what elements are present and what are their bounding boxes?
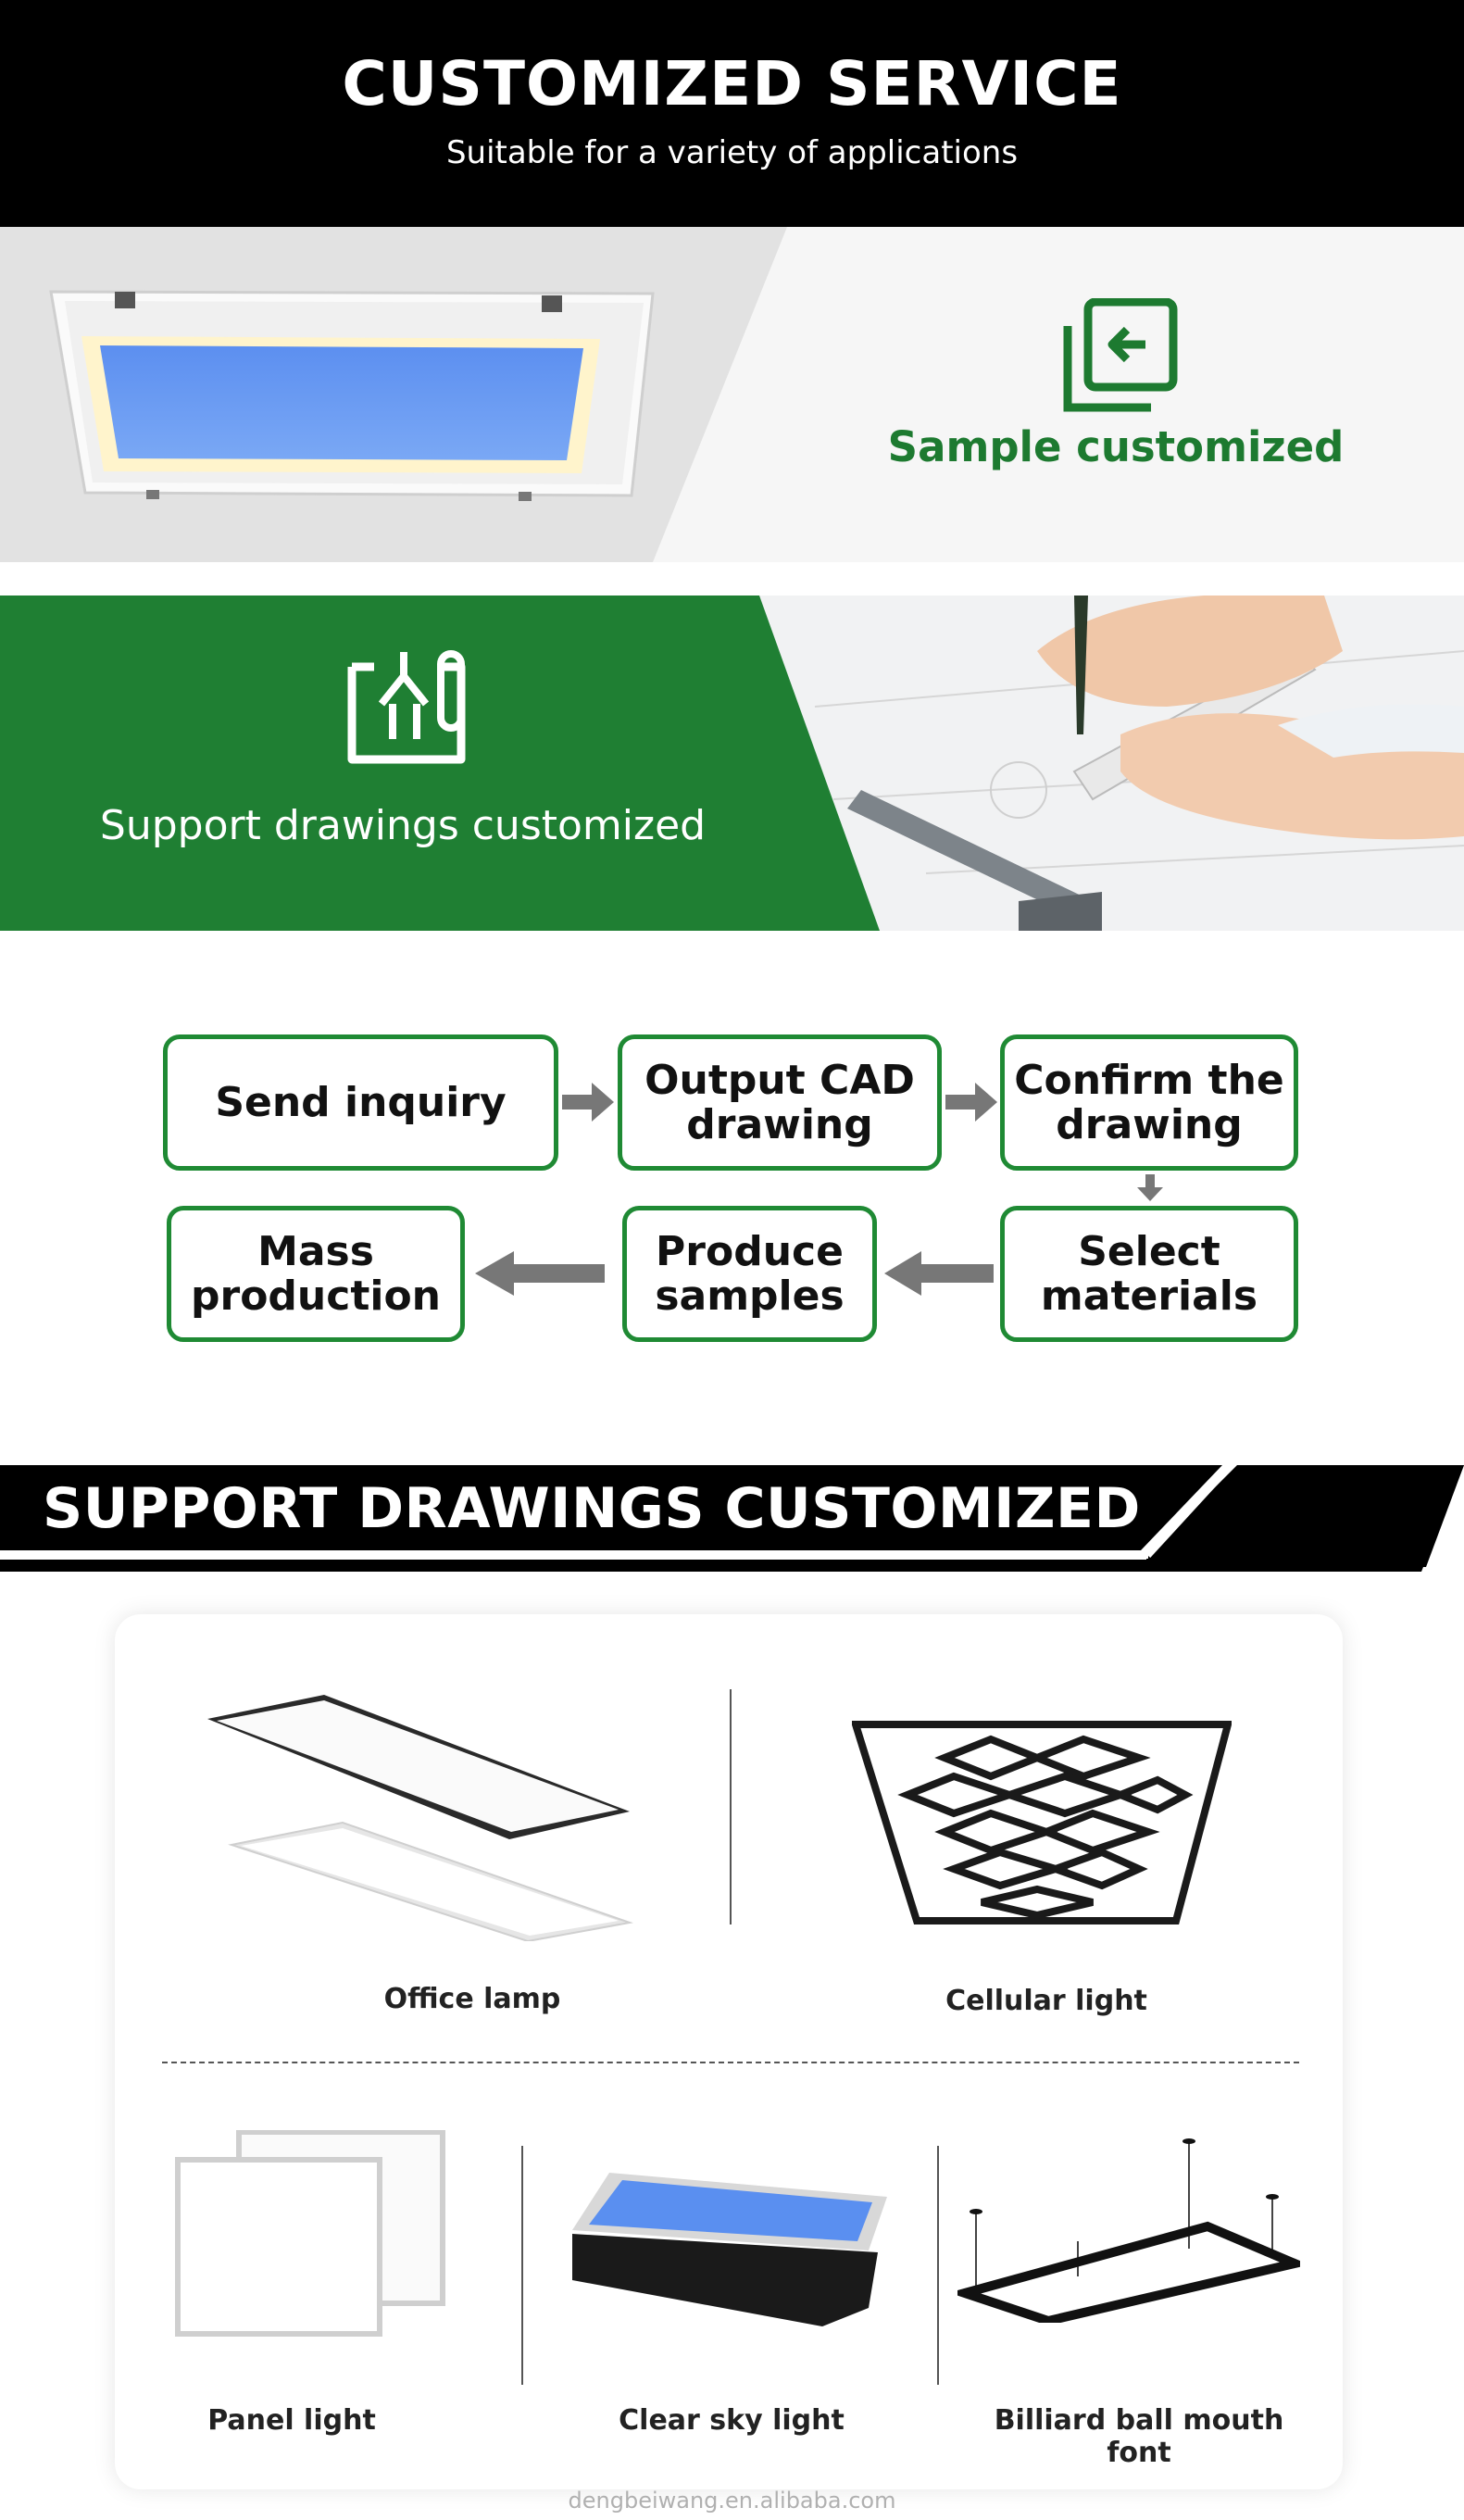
arrow-down-icon [1137,1174,1163,1201]
drawings-section [0,596,1464,931]
product-label: Panel light [207,2404,376,2437]
divider [937,2146,939,2385]
billiard-light-icon [957,2138,1300,2323]
step-confirm-drawing: Confirm the drawing [1000,1034,1298,1171]
step-label: Select materials [1040,1227,1258,1320]
cellular-light-icon [852,1721,1232,1924]
step-label: Send inquiry [215,1078,507,1126]
document-arrow-icon [1063,298,1178,412]
header-bar [0,0,1464,227]
product-label: Billiard ball mouth font [994,2404,1284,2469]
watermark: dengbeiwang.en.alibaba.com [568,2488,896,2514]
sample-section-art [0,227,1464,562]
step-label: Confirm the drawing [1014,1056,1284,1148]
support-drawings-label: Support drawings customized [99,802,707,849]
blueprint-icon [347,650,466,764]
step-select-materials: Select materials [1000,1206,1298,1342]
step-label: Output CAD drawing [644,1056,915,1148]
dashed-divider [162,2062,1299,2063]
product-label: Clear sky light [619,2404,845,2437]
arrow-right-icon [562,1083,614,1122]
divider [730,1689,732,1924]
step-output-cad: Output CAD drawing [618,1034,942,1171]
product-label: Office lamp [383,1983,561,2015]
page-title: CUSTOMIZED SERVICE [342,48,1122,119]
arrow-right-icon [945,1083,997,1122]
step-produce-samples: Produce samples [622,1206,877,1342]
section-banner [0,1465,1464,1572]
arrow-left-icon [884,1251,994,1296]
office-lamp-icon [207,1695,633,1941]
arrow-left-icon [475,1251,605,1296]
step-label: Mass production [191,1227,441,1320]
sample-section [0,227,1464,562]
banner-title: SUPPORT DRAWINGS CUSTOMIZED [43,1476,1141,1541]
step-send-inquiry: Send inquiry [163,1034,558,1171]
product-label: Cellular light [945,1985,1147,2017]
divider [521,2146,523,2385]
page-subtitle: Suitable for a variety of applications [445,134,1019,171]
sample-customized-label: Sample customized [887,422,1345,471]
clear-sky-light-icon [572,2173,887,2326]
step-label: Produce samples [655,1227,845,1320]
panel-light-icon [175,2130,445,2337]
step-mass-production: Mass production [167,1206,465,1342]
